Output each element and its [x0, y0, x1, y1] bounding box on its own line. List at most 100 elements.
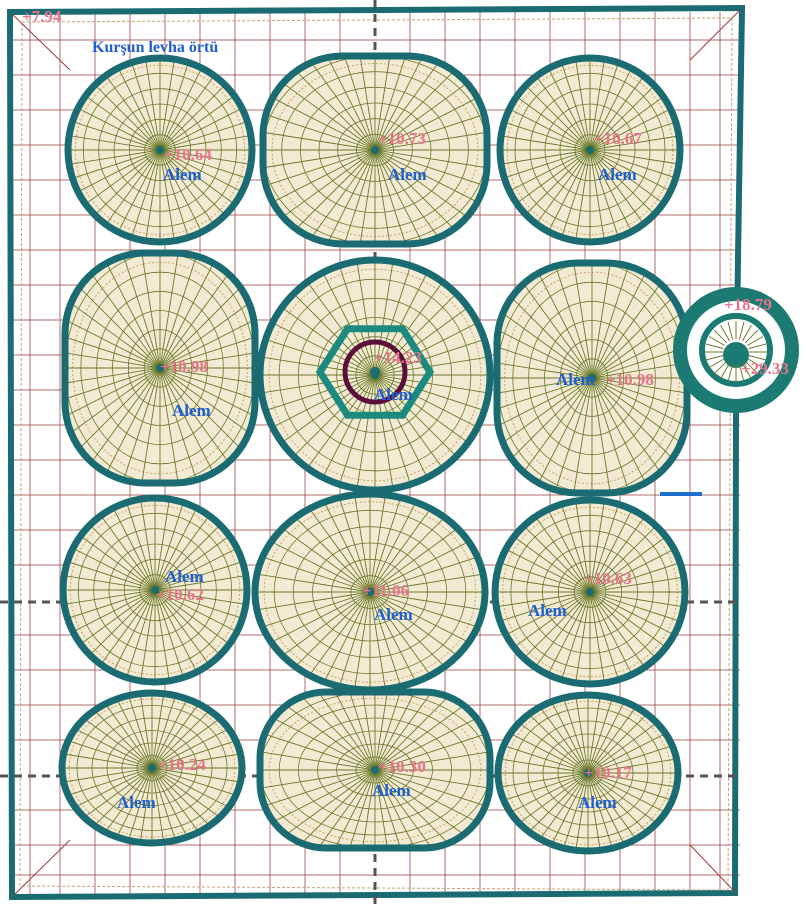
dome-rib: [505, 500, 591, 593]
dome-r1c2-elevation: +10.73: [378, 129, 426, 148]
dome-rib: [78, 149, 161, 242]
dome-rib: [589, 68, 680, 151]
dome-rib: [369, 591, 485, 671]
dome-rib: [505, 591, 591, 684]
dome-rib: [374, 692, 490, 771]
dome-rib: [321, 260, 376, 376]
minaret-spoke: [742, 363, 752, 380]
dome-rib: [73, 498, 156, 591]
dome-rib: [587, 695, 678, 774]
dome-rib: [589, 500, 635, 593]
building-outline: [6, 4, 746, 901]
dome-rib: [587, 695, 668, 774]
dome-rib: [65, 367, 161, 483]
dome-rib: [106, 367, 161, 483]
dome-rib: [587, 772, 610, 851]
dome-rib: [587, 751, 678, 774]
dome-rib: [63, 526, 156, 591]
dome-rib: [90, 767, 153, 843]
dome-rib: [81, 253, 161, 369]
dome-rib: [589, 591, 685, 658]
dome-r2c1-elevation: +10.98: [160, 357, 208, 376]
dome-rib: [159, 367, 255, 396]
dome-rib: [111, 589, 156, 682]
dome-rib: [159, 289, 255, 369]
dome-rib: [255, 591, 371, 671]
dome-rib: [589, 149, 672, 242]
dome-r1c3-elevation: +10.67: [594, 129, 642, 148]
dome-rib: [159, 367, 214, 483]
dome-drum: [64, 54, 256, 246]
dome-rib: [564, 263, 593, 379]
dome-r4c2: [256, 688, 494, 852]
dome-rib: [495, 591, 591, 658]
dome-rib: [151, 693, 242, 769]
dome-drum: [259, 52, 491, 248]
dome-rib: [567, 58, 591, 151]
dome-rib: [591, 377, 671, 493]
dome-rib: [374, 123, 487, 151]
dome-rib: [498, 695, 589, 774]
dome-rib: [62, 767, 153, 830]
dome-rib: [589, 591, 685, 677]
minaret-spoke: [713, 329, 728, 344]
dome-rib: [260, 769, 376, 798]
dome-apex: [156, 146, 164, 154]
dome-rib: [524, 500, 591, 593]
dome-r1c3-label: Alem: [598, 165, 637, 184]
dome-rib: [159, 253, 255, 369]
dome-rib: [374, 149, 452, 244]
dome-rib: [322, 149, 376, 244]
dome-rib: [591, 377, 687, 406]
dome-rib: [513, 377, 593, 493]
dome-rib: [591, 276, 687, 379]
dome-rib: [374, 692, 490, 771]
dome-rib: [65, 367, 161, 483]
minaret-spoke: [742, 324, 752, 341]
dome-rib: [260, 716, 376, 771]
dome-rib: [374, 149, 402, 244]
dome-rib: [589, 500, 613, 593]
dome-rib: [500, 149, 591, 194]
dome-rib: [159, 340, 255, 369]
dome-rib: [374, 769, 429, 848]
dome-rib: [159, 367, 255, 447]
dome-rib: [587, 772, 678, 851]
dome-rib: [347, 692, 376, 771]
dome-rib: [347, 769, 376, 848]
dome-rib: [154, 498, 219, 591]
dome-rib: [65, 253, 161, 369]
minaret-spoke: [748, 343, 767, 350]
dome-rib: [63, 589, 156, 672]
dome-rib: [159, 367, 188, 483]
dome-rib: [508, 772, 589, 851]
dome-rib: [255, 591, 371, 690]
dome-rib: [567, 591, 591, 684]
dome-rib: [62, 693, 153, 769]
dome-rib: [63, 589, 156, 654]
dome-rib: [62, 706, 153, 769]
dome-rib: [151, 693, 174, 769]
dome-r4c3-elevation: +10.17: [584, 763, 632, 782]
dome-rib: [497, 324, 593, 379]
dome-rib: [374, 73, 487, 151]
dome-rib: [275, 56, 376, 151]
dome-rib: [263, 149, 376, 227]
dome-rib: [546, 149, 591, 242]
dome-r2c1: [61, 249, 259, 487]
dome-rib: [587, 695, 678, 774]
dome-rib: [137, 58, 161, 151]
dome-rib: [154, 498, 237, 591]
dome-drum: [61, 249, 259, 487]
dome-rib: [151, 767, 242, 830]
dome-rib: [587, 695, 610, 774]
dome-rib: [159, 367, 239, 483]
dome-rib: [587, 772, 631, 851]
dome-rib: [159, 127, 252, 151]
dome-rib: [151, 706, 242, 769]
dome-rib: [159, 266, 255, 369]
dome-r1c1-elevation: +10.64: [164, 145, 212, 164]
dome-rib: [260, 692, 376, 771]
dome-rib: [546, 58, 591, 151]
dome-rib: [591, 263, 620, 379]
